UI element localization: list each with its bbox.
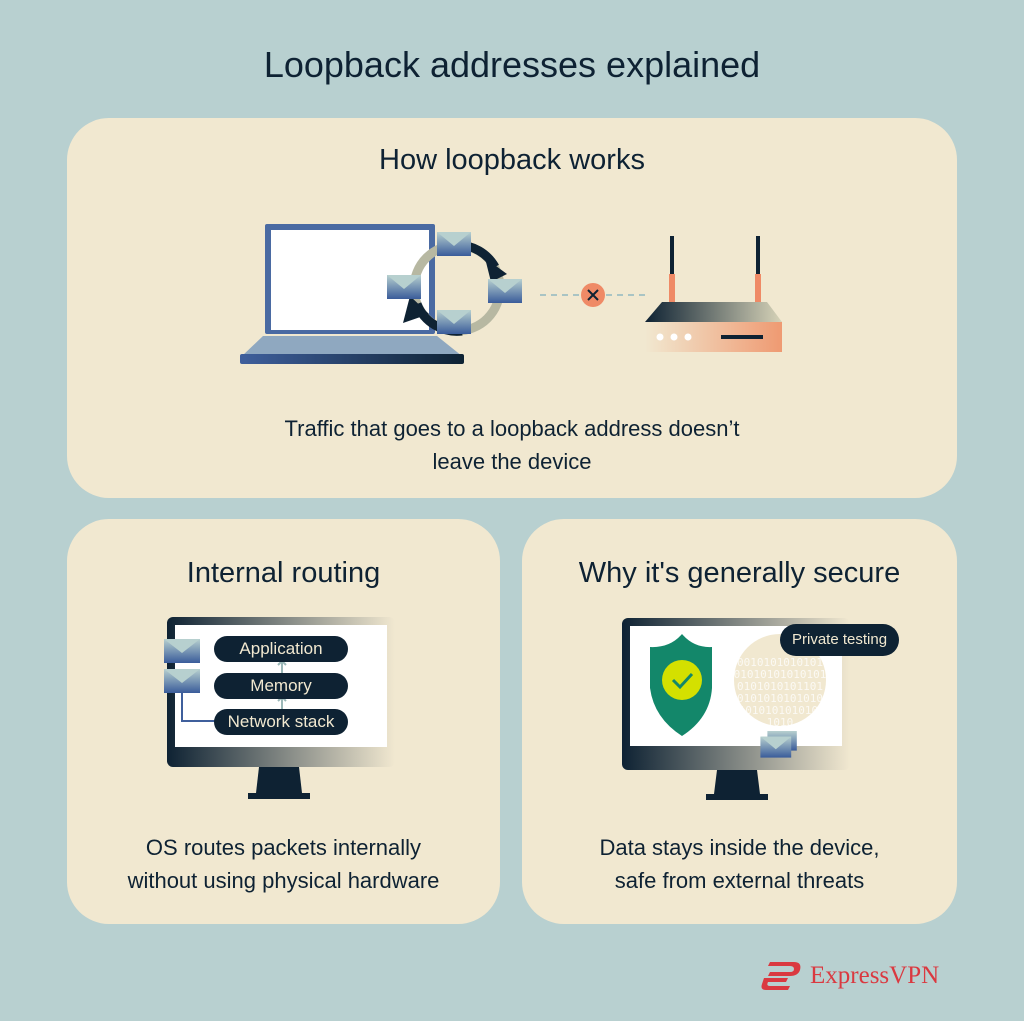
expressvpn-brand: ExpressVPN bbox=[810, 962, 940, 989]
stack-layer-application: Application bbox=[214, 636, 348, 662]
laptop-loopback-illustration bbox=[240, 224, 782, 364]
how-loopback-works-card: How loopback works bbox=[67, 118, 957, 498]
envelope-icon bbox=[387, 232, 522, 334]
envelope-icon bbox=[164, 639, 200, 693]
blocked-x-icon bbox=[581, 283, 605, 307]
card-caption: Data stays inside the device,safe from e… bbox=[599, 835, 880, 893]
private-testing-bubble: Private testing bbox=[780, 624, 900, 656]
internal-routing-card: Internal routing Application Memory Netw… bbox=[67, 519, 500, 924]
card-heading: Internal routing bbox=[186, 557, 381, 589]
stack-layer-memory: Memory bbox=[214, 673, 348, 699]
card-heading: How loopback works bbox=[379, 144, 645, 176]
envelope-icon bbox=[760, 731, 797, 758]
card-heading: Why it's generally secure bbox=[578, 557, 901, 589]
shield-icon bbox=[650, 634, 712, 736]
laptop-icon bbox=[240, 224, 464, 364]
page-title: Loopback addresses explained bbox=[263, 44, 761, 85]
router-icon bbox=[645, 236, 782, 352]
expressvpn-logo-icon bbox=[761, 962, 801, 990]
stack-layer-network-stack: Network stack bbox=[214, 709, 348, 735]
card-caption: Traffic that goes to a loopback address … bbox=[284, 416, 740, 474]
